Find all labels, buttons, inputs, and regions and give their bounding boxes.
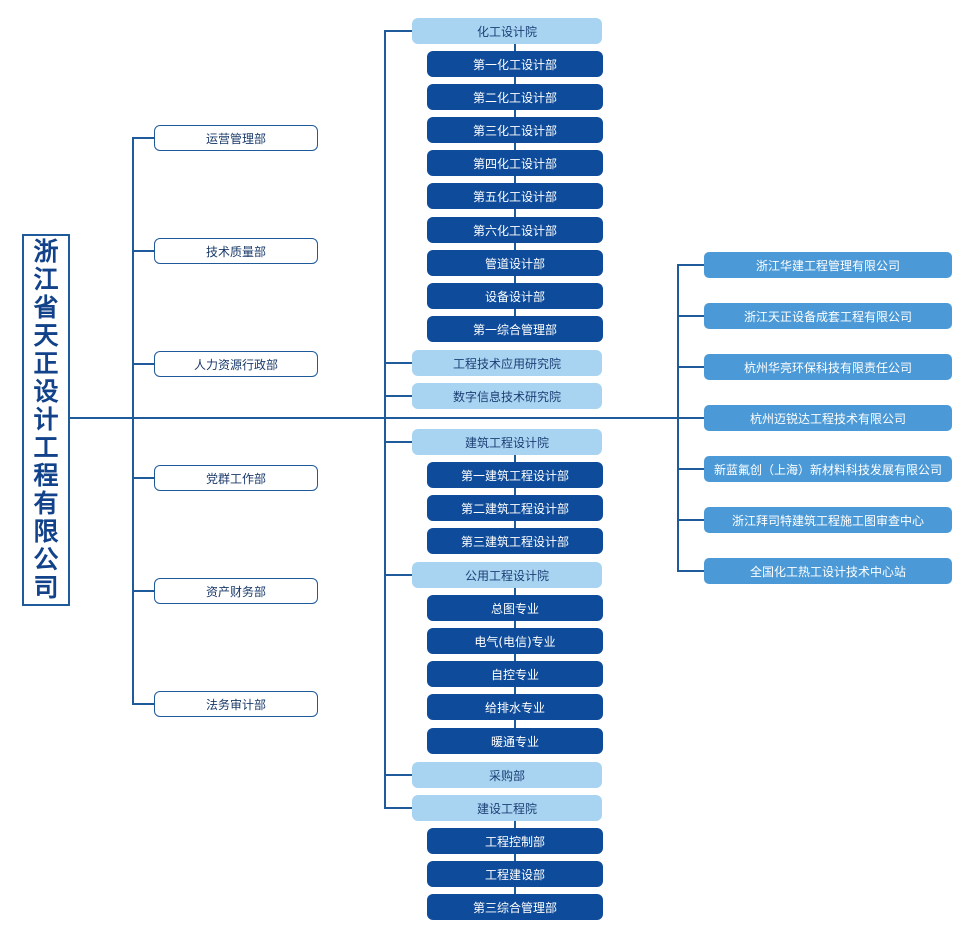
sub-department-box: 电气(电信)专业: [427, 628, 603, 654]
company-branch-line: [677, 417, 704, 419]
subsidiary-company-box: 浙江华建工程管理有限公司: [704, 252, 952, 278]
institute-branch-line: [384, 441, 412, 443]
institute-box: 建筑工程设计院: [412, 429, 602, 455]
subsidiary-company-box: 新蓝氟创（上海）新材料科技发展有限公司: [704, 456, 952, 482]
institutes-spine: [384, 31, 386, 809]
sub-department-box: 第三化工设计部: [427, 117, 603, 143]
department-box: 法务审计部: [154, 691, 318, 717]
sub-department-box: 给排水专业: [427, 694, 603, 720]
department-box: 运营管理部: [154, 125, 318, 151]
sub-department-box: 管道设计部: [427, 250, 603, 276]
department-branch-line: [132, 703, 154, 705]
sub-department-box: 第一建筑工程设计部: [427, 462, 603, 488]
institute-box: 数字信息技术研究院: [412, 383, 602, 409]
institute-box: 化工设计院: [412, 18, 602, 44]
sub-department-box: 第三建筑工程设计部: [427, 528, 603, 554]
sub-department-box: 第四化工设计部: [427, 150, 603, 176]
sub-department-box: 工程控制部: [427, 828, 603, 854]
department-box: 人力资源行政部: [154, 351, 318, 377]
department-box: 技术质量部: [154, 238, 318, 264]
sub-department-box: 第一化工设计部: [427, 51, 603, 77]
company-branch-line: [677, 570, 704, 572]
institute-box: 工程技术应用研究院: [412, 350, 602, 376]
subsidiary-company-box: 杭州华亮环保科技有限责任公司: [704, 354, 952, 380]
company-branch-line: [677, 264, 704, 266]
department-branch-line: [132, 250, 154, 252]
institute-branch-line: [384, 362, 412, 364]
subsidiary-company-box: 浙江天正设备成套工程有限公司: [704, 303, 952, 329]
subsidiary-company-box: 全国化工热工设计技术中心站: [704, 558, 952, 584]
company-branch-line: [677, 366, 704, 368]
department-branch-line: [132, 590, 154, 592]
institute-branch-line: [384, 774, 412, 776]
institute-branch-line: [384, 395, 412, 397]
company-branch-line: [677, 315, 704, 317]
departments-spine: [132, 138, 134, 704]
institute-branch-line: [384, 574, 412, 576]
institute-branch-line: [384, 807, 412, 809]
institute-box: 建设工程院: [412, 795, 602, 821]
company-root-box: 浙江省天正设计工程有限公司: [22, 234, 70, 606]
sub-department-box: 第二化工设计部: [427, 84, 603, 110]
department-branch-line: [132, 137, 154, 139]
sub-department-box: 工程建设部: [427, 861, 603, 887]
department-box: 党群工作部: [154, 465, 318, 491]
department-branch-line: [132, 363, 154, 365]
institute-box: 采购部: [412, 762, 602, 788]
department-branch-line: [132, 477, 154, 479]
company-branch-line: [677, 468, 704, 470]
company-root-name: 浙江省天正设计工程有限公司: [33, 237, 59, 602]
sub-department-box: 自控专业: [427, 661, 603, 687]
institute-branch-line: [384, 30, 412, 32]
sub-department-box: 设备设计部: [427, 283, 603, 309]
department-box: 资产财务部: [154, 578, 318, 604]
sub-department-box: 第五化工设计部: [427, 183, 603, 209]
company-branch-line: [677, 519, 704, 521]
sub-department-box: 暖通专业: [427, 728, 603, 754]
sub-department-box: 第六化工设计部: [427, 217, 603, 243]
subsidiary-company-box: 浙江拜司特建筑工程施工图审查中心: [704, 507, 952, 533]
sub-department-box: 总图专业: [427, 595, 603, 621]
subsidiary-company-box: 杭州迈锐达工程技术有限公司: [704, 405, 952, 431]
institute-box: 公用工程设计院: [412, 562, 602, 588]
sub-department-box: 第二建筑工程设计部: [427, 495, 603, 521]
sub-department-box: 第一综合管理部: [427, 316, 603, 342]
sub-department-box: 第三综合管理部: [427, 894, 603, 920]
main-connector: [70, 417, 678, 419]
